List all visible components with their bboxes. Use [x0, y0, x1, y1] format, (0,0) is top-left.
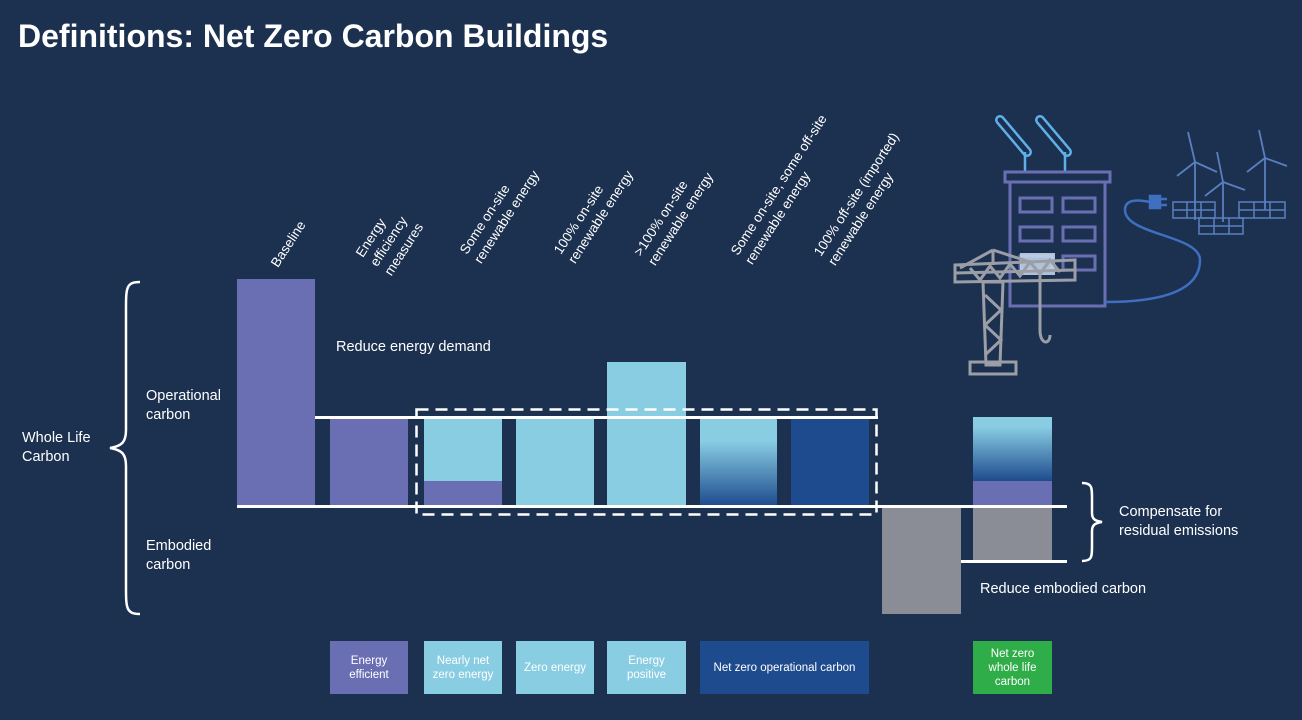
whole-life-brace — [109, 280, 141, 616]
bar-over-100-onsite — [607, 362, 686, 506]
operational-carbon-label: Operational carbon — [146, 388, 221, 423]
bar-100-onsite — [516, 419, 594, 506]
building-illustration — [953, 115, 1288, 376]
column-header-energy-efficiency: Energy efficiency measures — [352, 213, 427, 279]
column-header-100-onsite: 100% on-site renewable energy — [550, 167, 637, 266]
operational-target-line — [315, 416, 878, 419]
page-title: Definitions: Net Zero Carbon Buildings — [18, 18, 609, 54]
bar-baseline — [237, 279, 315, 506]
renewable-dashed-box — [415, 408, 878, 516]
bar-net-zero-embodied-part — [973, 506, 1052, 561]
solar-array-icon — [1172, 201, 1286, 235]
bar-embodied-grey — [882, 506, 961, 614]
plug-icon — [1104, 194, 1202, 304]
solar-panel-icon — [995, 115, 1072, 172]
embodied-carbon-label: Embodied carbon — [146, 538, 212, 573]
reduce-energy-demand-label: Reduce energy demand — [336, 339, 491, 355]
column-header-some-onsite: Some on-site renewable energy — [456, 167, 543, 266]
column-header-baseline: Baseline — [267, 218, 309, 270]
bar-some-onsite-renewable — [424, 419, 502, 481]
legend-energy-efficient: Energy efficient — [330, 641, 408, 694]
reduce-embodied-label: Reduce embodied carbon — [980, 581, 1147, 597]
crane-icon — [953, 248, 1077, 376]
column-header-over-100-onsite: >100% on-site renewable energy — [630, 169, 717, 268]
bar-some-onsite-residual — [424, 481, 502, 506]
building-icon — [1003, 170, 1112, 308]
legend-energy-positive: Energy positive — [607, 641, 686, 694]
legend-zero-energy: Zero energy — [516, 641, 594, 694]
compensate-brace — [1081, 481, 1103, 563]
whole-life-carbon-label: Whole Life Carbon — [22, 430, 91, 465]
legend-net-zero-operational: Net zero operational carbon — [700, 641, 869, 694]
legend-nearly-net-zero: Nearly net zero energy — [424, 641, 502, 694]
bar-100-offsite — [791, 419, 869, 506]
compensate-label: Compensate for residual emissions — [1119, 504, 1239, 539]
bar-net-zero-operational-part — [973, 417, 1052, 481]
legend-net-zero-whole-life: Net zero whole life carbon — [973, 641, 1052, 694]
residual-bottom-line — [961, 560, 1067, 563]
bar-net-zero-residual-part — [973, 481, 1052, 506]
zero-baseline-line — [237, 505, 1067, 508]
bar-energy-efficiency — [330, 419, 408, 506]
bar-some-offsite — [700, 419, 777, 506]
